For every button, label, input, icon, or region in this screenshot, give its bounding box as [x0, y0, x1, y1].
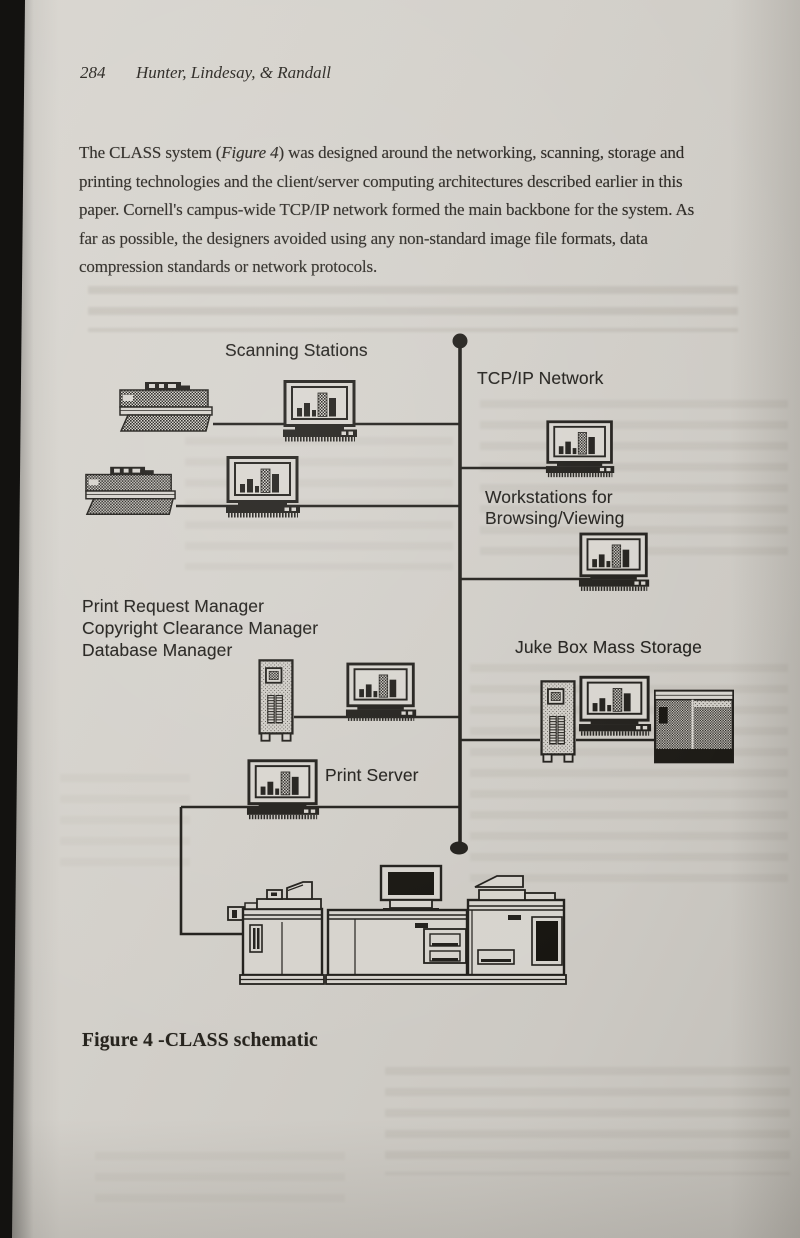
- label-managers: Print Request Manager Copyright Clearanc…: [82, 595, 318, 661]
- scanner-icon: [85, 466, 176, 515]
- bleed-through-text: [95, 1140, 345, 1202]
- bleed-through-text: [480, 388, 788, 563]
- bleed-through-text: [385, 1055, 790, 1175]
- workstation-icon: [578, 675, 653, 738]
- figure-caption: Figure 4 -CLASS schematic: [82, 1030, 318, 1051]
- label-browsing-workstations: Workstations for Browsing/Viewing: [485, 487, 624, 528]
- running-head: Hunter, Lindesay, & Randall: [136, 63, 332, 82]
- label-print-server: Print Server: [325, 765, 419, 785]
- label-scanning-stations: Scanning Stations: [225, 340, 368, 360]
- book-edge: [0, 0, 25, 1238]
- server-tower-icon: [258, 659, 294, 742]
- workstation-icon: [545, 420, 616, 479]
- page-number: 284: [80, 63, 106, 82]
- workstation-icon: [345, 662, 418, 723]
- bleed-through-text: [88, 274, 738, 332]
- workstation-icon: [578, 532, 651, 593]
- scanner-icon: [119, 381, 213, 432]
- workstation-icon: [282, 380, 359, 442]
- label-line: Workstations for: [485, 487, 613, 507]
- network-node-dot: [450, 841, 468, 855]
- body-paragraph: The CLASS system (Figure 4) was designed…: [79, 139, 694, 282]
- label-tcpip-network: TCP/IP Network: [477, 368, 604, 388]
- paragraph-line: printing technologies and the client/ser…: [79, 171, 683, 191]
- production-printer-icon: [227, 864, 567, 985]
- workstation-icon: [225, 456, 302, 518]
- paragraph-line: The CLASS system (Figure 4) was designed…: [79, 143, 685, 162]
- workstation-icon: [246, 759, 321, 821]
- label-jukebox-mass-storage: Juke Box Mass Storage: [515, 637, 702, 657]
- label-line: Database Manager: [82, 640, 233, 660]
- bleed-through-text: [60, 762, 190, 870]
- bleed-through-text: [470, 652, 788, 884]
- server-tower-icon: [540, 680, 576, 763]
- paragraph-line: far as possible, the designers avoided u…: [79, 228, 648, 248]
- bleed-through-text: [185, 425, 453, 570]
- label-line: Print Request Manager: [82, 596, 265, 616]
- label-line: Copyright Clearance Manager: [82, 618, 319, 638]
- label-line: Browsing/Viewing: [485, 507, 625, 528]
- jukebox-icon: [654, 689, 734, 764]
- paragraph-line: paper. Cornell's campus-wide TCP/IP netw…: [79, 200, 695, 220]
- wire-to-printer: [179, 807, 246, 936]
- paragraph-line: compression standards or network protoco…: [79, 257, 378, 277]
- network-node-dot: [452, 333, 468, 349]
